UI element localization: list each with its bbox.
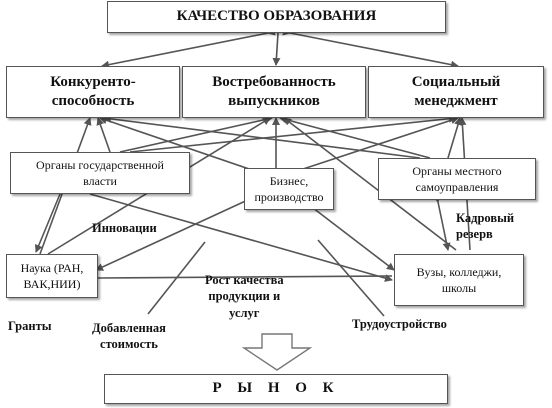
title-box: КАЧЕСТВО ОБРАЗОВАНИЯ: [107, 1, 446, 33]
local-label: Органы местного самоуправления: [412, 163, 502, 194]
arrow-business-science: [95, 191, 261, 271]
competitiveness-box: Конкуренто- способность: [6, 66, 180, 118]
local-box: Органы местного самоуправления: [378, 158, 536, 200]
arrow-title-competitiveness: [101, 27, 276, 69]
market-label: Р Ы Н О К: [212, 380, 340, 397]
arrow-local-demand: [279, 115, 431, 159]
arrow-universities-demand: [283, 117, 457, 251]
demand-box: Востребованность выпускников: [182, 66, 366, 118]
market-box: Р Ы Н О К: [104, 374, 448, 404]
arrow-gov-demand: [119, 115, 273, 153]
market-arrow: [241, 333, 313, 371]
government-box: Органы государственной власти: [10, 152, 190, 194]
competitiveness-label: Конкуренто- способность: [50, 73, 136, 110]
quality-growth-label: Рост качества продукции и услуг: [205, 273, 284, 320]
arrow-title-demand: [272, 25, 283, 66]
page-title: КАЧЕСТВО ОБРАЗОВАНИЯ: [176, 8, 377, 25]
government-label: Органы государственной власти: [36, 157, 164, 188]
social-label: Социальный менеджмент: [411, 73, 501, 110]
arrow-science-universities: [90, 274, 393, 283]
line-employment: [317, 239, 385, 317]
arrow-business-universities: [292, 190, 395, 271]
line-added-value: [147, 241, 206, 315]
arrow-business-social: [293, 116, 459, 173]
social-box: Социальный менеджмент: [368, 66, 544, 118]
arrow-local-social: [442, 117, 462, 166]
arrow-gov-universities: [89, 193, 393, 282]
innovations-label: Инновации: [92, 221, 157, 235]
science-label: Наука (РАН, ВАК,НИИ): [20, 260, 84, 291]
grants-label: Гранты: [8, 319, 52, 333]
arrow-local-competitiveness: [103, 114, 421, 159]
science-box: Наука (РАН, ВАК,НИИ): [6, 254, 98, 298]
arrow-gov-competitiveness: [96, 117, 117, 160]
arrow-local-universities: [432, 194, 451, 251]
universities-label: Вузы, колледжи, школы: [416, 264, 502, 295]
added-value-label: Добавленная стоимость: [92, 321, 166, 352]
arrow-gov-science: [34, 186, 67, 253]
personnel-reserve-label: Кадровый резерв: [456, 211, 515, 242]
arrow-business-competitiveness: [99, 116, 259, 173]
business-label: Бизнес, производство: [254, 173, 324, 204]
employment-label: Трудоустройство: [352, 317, 447, 331]
universities-box: Вузы, колледжи, школы: [394, 254, 524, 306]
arrow-title-social: [282, 27, 459, 69]
demand-label: Востребованность выпускников: [212, 73, 336, 110]
business-box: Бизнес, производство: [244, 168, 334, 210]
